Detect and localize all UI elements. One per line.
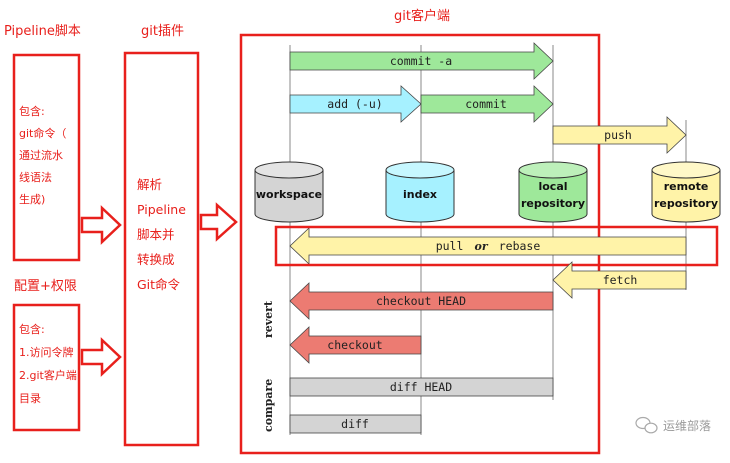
git-plugin-box (123, 51, 200, 447)
diff-label: diff (341, 417, 369, 431)
revert-side-label: revert (262, 300, 275, 338)
pipeline-script-title: Pipeline脚本 (4, 23, 81, 39)
or-word: or (475, 240, 489, 253)
commit-arrow (420, 85, 554, 123)
plugin-box-line-4: 转换成 (137, 252, 175, 267)
commit-label: commit (465, 97, 507, 111)
pipeline-box-line-5: 生成) (19, 192, 45, 206)
workspace-label: workspace (256, 188, 322, 201)
checkout-head-arrow (289, 282, 554, 320)
index-store (385, 161, 455, 223)
plugin-box-line-5: Git命令 (137, 277, 181, 292)
pull-rebase-arrow (289, 227, 687, 265)
pull-rebase-highlight (274, 225, 719, 267)
config-box-line-4: 目录 (19, 392, 41, 405)
local-repository-store (518, 161, 588, 223)
push-label: push (604, 128, 632, 142)
pipeline-box-line-1: 包含: (19, 104, 45, 118)
wechat-watermark-icon (635, 416, 658, 434)
config-permission-box (12, 303, 81, 432)
arrow-plugin-to-client (199, 202, 238, 242)
pipeline-box-line-3: 通过流水 (19, 148, 63, 162)
index-label: index (403, 188, 437, 201)
rebase-word: rebase (499, 239, 541, 253)
checkout-label: checkout (327, 338, 382, 352)
plugin-box-line-1: 解析 (137, 177, 162, 192)
pull-rebase-label: pull or rebase (436, 235, 541, 254)
pull-word: pull (436, 239, 464, 253)
checkout-arrow (289, 326, 422, 364)
plugin-box-line-3: 脚本并 (137, 227, 175, 242)
add-arrow (289, 85, 422, 123)
workspace-store (254, 161, 324, 223)
add-label: add (-u) (327, 97, 382, 111)
commit-all-label: commit -a (390, 54, 452, 68)
watermark-text: 运维部落 (663, 418, 711, 433)
fetch-arrow (552, 261, 687, 299)
local-repo-label-2: repository (521, 197, 585, 210)
commit-all-arrow (289, 42, 554, 80)
git-plugin-title: git插件 (141, 24, 184, 39)
compare-side-label: compare (262, 379, 275, 432)
remote-repository-store (651, 161, 721, 223)
diff-head-bar (289, 377, 554, 397)
remote-repo-label-1: remote (664, 180, 709, 193)
pipeline-box-line-4: 线语法 (19, 170, 52, 184)
pipeline-script-box (12, 53, 81, 262)
fetch-label: fetch (603, 273, 638, 287)
push-arrow (552, 116, 687, 154)
diff-head-label: diff HEAD (390, 380, 452, 394)
pipeline-box-line-2: git命令（ (19, 126, 66, 140)
plugin-box-line-2: Pipeline (137, 202, 186, 217)
checkout-head-label: checkout HEAD (376, 294, 466, 308)
diff-bar (289, 414, 422, 434)
git-client-title: git客户端 (394, 8, 450, 24)
local-repo-label-1: local (538, 180, 567, 193)
config-box-line-1: 包含: (19, 322, 45, 336)
arrow-config-to-plugin (80, 337, 122, 377)
config-permission-title: 配置+权限 (14, 278, 77, 294)
remote-repo-label-2: repository (654, 197, 718, 210)
arrow-script-to-plugin (80, 205, 122, 245)
config-box-line-2: 1.访问令牌 (19, 345, 74, 359)
config-box-line-3: 2.git客户端 (19, 368, 77, 382)
